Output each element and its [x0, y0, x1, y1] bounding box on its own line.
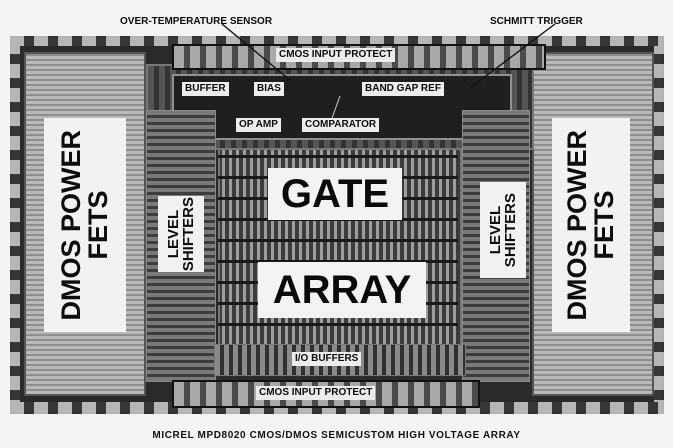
label-cmos-input-protect-top: CMOS INPUT PROTECT: [276, 48, 396, 62]
label-box-dmos-right: DMOS POWER FETS: [552, 118, 630, 332]
leader-bandgap: [331, 95, 341, 119]
label-comparator: COMPARATOR: [302, 118, 380, 132]
label-array: ARRAY: [258, 262, 426, 318]
callout-over-temperature-sensor: OVER-TEMPERATURE SENSOR: [120, 16, 273, 27]
callout-schmitt-trigger: SCHMITT TRIGGER: [490, 16, 583, 27]
label-box-level-shifters-left: LEVEL SHIFTERS: [158, 196, 204, 272]
label-box-level-shifters-right: LEVEL SHIFTERS: [480, 182, 526, 278]
label-buffer: BUFFER: [182, 82, 229, 96]
label-io-buffers: I/O BUFFERS: [292, 352, 362, 366]
leader-schmitt-trigger: [469, 23, 556, 89]
label-op-amp: OP AMP: [236, 118, 281, 132]
label-gate: GATE: [268, 168, 402, 220]
label-band-gap-ref: BAND GAP REF: [362, 82, 444, 96]
figure-caption: MICREL MPD8020 CMOS/DMOS SEMICUSTOM HIGH…: [152, 430, 521, 441]
label-dmos-power-fets-left: DMOS POWER FETS: [56, 129, 113, 321]
label-box-dmos-left: DMOS POWER FETS: [44, 118, 126, 332]
leader-over-temperature: [221, 23, 291, 81]
label-dmos-power-fets-right: DMOS POWER FETS: [562, 129, 619, 321]
label-level-shifters-left: LEVEL SHIFTERS: [165, 196, 197, 272]
label-bias: BIAS: [254, 82, 284, 96]
label-cmos-input-protect-bottom: CMOS INPUT PROTECT: [256, 386, 376, 400]
label-level-shifters-right: LEVEL SHIFTERS: [487, 192, 519, 268]
